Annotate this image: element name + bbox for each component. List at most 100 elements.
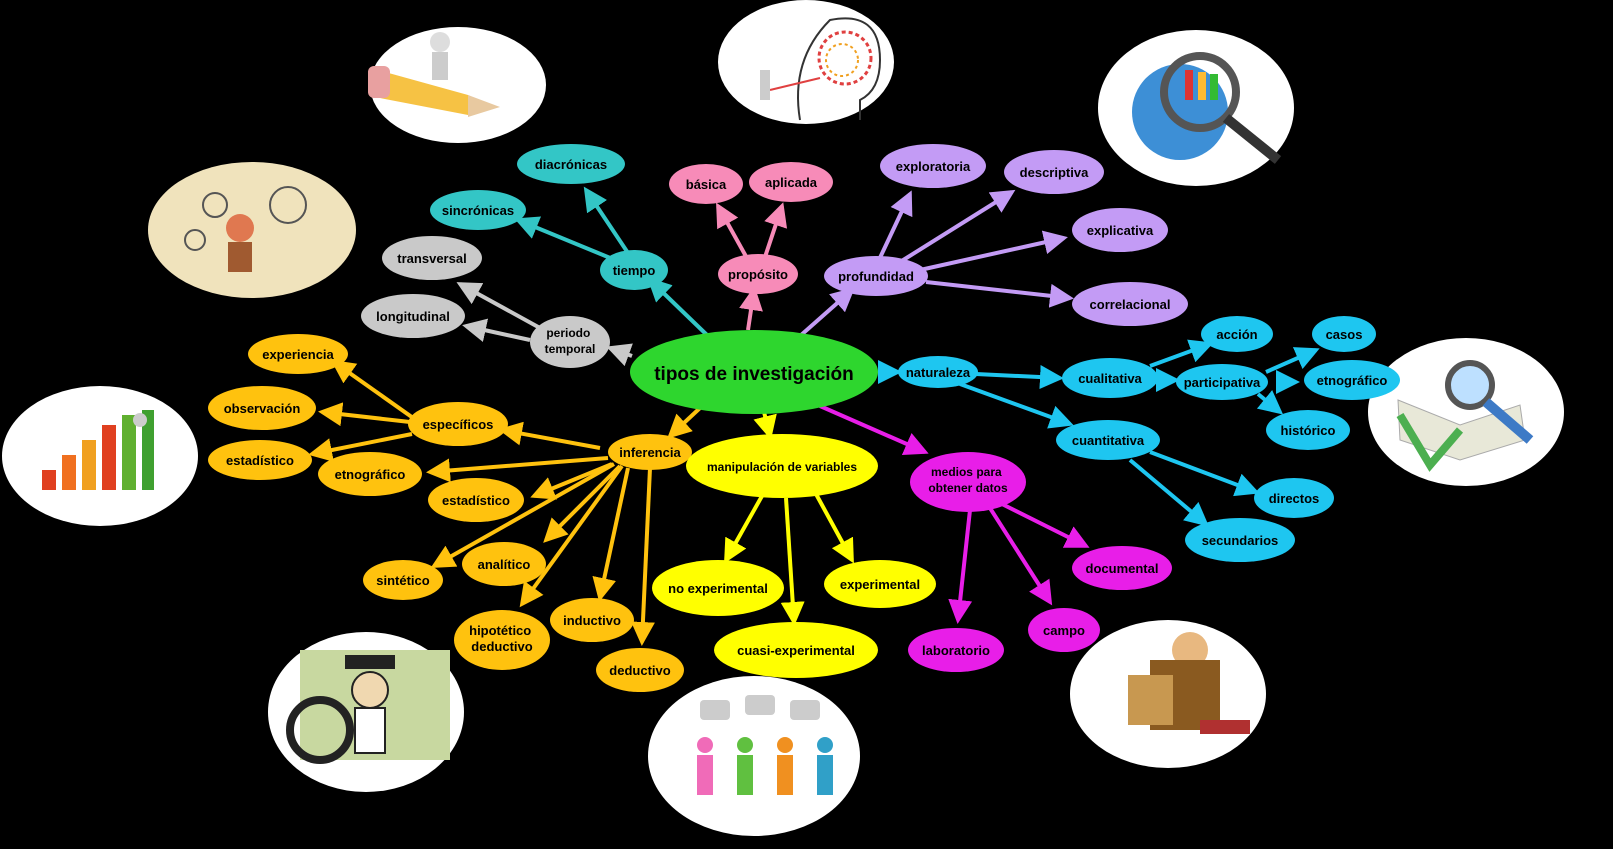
svg-text:deductivo: deductivo — [609, 663, 670, 678]
svg-text:laboratorio: laboratorio — [922, 643, 990, 658]
node-periodo-temporal[interactable]: periodo temporal — [530, 316, 610, 368]
svg-text:profundidad: profundidad — [838, 269, 914, 284]
pencil-person-icon — [368, 27, 546, 143]
node-experiencia[interactable]: experiencia — [248, 334, 348, 374]
node-especificos[interactable]: específicos — [408, 402, 508, 446]
node-tiempo[interactable]: tiempo — [600, 250, 668, 290]
node-etnografico[interactable]: etnográfico — [318, 452, 422, 496]
svg-text:acción: acción — [1216, 327, 1257, 342]
svg-text:observación: observación — [224, 401, 301, 416]
node-participativa[interactable]: participativa — [1176, 364, 1268, 400]
svg-text:sincrónicas: sincrónicas — [442, 203, 514, 218]
central-label: tipos de investigación — [654, 364, 854, 385]
node-cuasi-experimental[interactable]: cuasi-experimental — [714, 622, 878, 678]
svg-text:estadístico: estadístico — [442, 493, 510, 508]
node-correlacional[interactable]: correlacional — [1072, 282, 1188, 326]
svg-text:explicativa: explicativa — [1087, 223, 1154, 238]
svg-text:directos: directos — [1269, 491, 1320, 506]
central-node[interactable]: tipos de investigación — [630, 330, 878, 414]
node-deductivo[interactable]: deductivo — [596, 648, 684, 692]
node-proposito[interactable]: propósito — [718, 254, 798, 294]
node-sincronicas[interactable]: sincrónicas — [430, 190, 526, 230]
svg-text:sintético: sintético — [376, 573, 430, 588]
svg-text:básica: básica — [686, 177, 727, 192]
node-campo[interactable]: campo — [1028, 608, 1100, 652]
svg-text:hipotético deductivo: hipotético deductivo — [469, 623, 535, 654]
node-analitico[interactable]: analítico — [462, 542, 546, 586]
svg-text:inferencia: inferencia — [619, 445, 681, 460]
clocks-scientist-icon — [148, 162, 356, 298]
svg-text:cuasi-experimental: cuasi-experimental — [737, 643, 855, 658]
node-cualitativa[interactable]: cualitativa — [1062, 358, 1158, 398]
node-inferencia[interactable]: inferencia — [608, 434, 692, 470]
svg-text:específicos: específicos — [423, 417, 494, 432]
svg-text:casos: casos — [1326, 327, 1363, 342]
node-longitudinal[interactable]: longitudinal — [361, 294, 465, 338]
svg-text:inductivo: inductivo — [563, 613, 621, 628]
svg-text:manipulación de variables: manipulación de variables — [707, 460, 857, 474]
node-descriptiva[interactable]: descriptiva — [1004, 150, 1104, 194]
svg-text:estadístico: estadístico — [226, 453, 294, 468]
node-secundarios[interactable]: secundarios — [1185, 518, 1295, 562]
node-manipulacion[interactable]: manipulación de variables — [686, 434, 878, 498]
node-directos[interactable]: directos — [1254, 478, 1334, 518]
svg-text:longitudinal: longitudinal — [376, 309, 450, 324]
node-observacion[interactable]: observación — [208, 386, 316, 430]
node-profundidad[interactable]: profundidad — [824, 256, 928, 296]
hipotetico-line-1: hipotético — [469, 623, 531, 638]
node-laboratorio[interactable]: laboratorio — [908, 628, 1004, 672]
node-aplicada[interactable]: aplicada — [749, 162, 833, 202]
node-hipotetico-deductivo[interactable]: hipotético deductivo — [454, 610, 550, 670]
node-diacronicas[interactable]: diacrónicas — [517, 144, 625, 184]
node-etnografico-participativa[interactable]: etnográfico — [1304, 360, 1400, 400]
node-casos[interactable]: casos — [1312, 316, 1376, 352]
svg-text:documental: documental — [1086, 561, 1159, 576]
node-documental[interactable]: documental — [1072, 546, 1172, 590]
people-speech-icon — [648, 676, 860, 836]
reading-scholar-icon — [1070, 620, 1266, 768]
periodo-line-2: temporal — [545, 342, 596, 356]
node-medios[interactable]: medios para obtener datos — [910, 452, 1026, 512]
node-cuantitativa[interactable]: cuantitativa — [1056, 420, 1160, 460]
hipotetico-line-2: deductivo — [471, 639, 532, 654]
svg-text:transversal: transversal — [397, 251, 466, 266]
thinking-head-icon — [718, 0, 894, 124]
magnifier-globe-icon — [1098, 30, 1294, 186]
node-accion[interactable]: acción — [1201, 316, 1273, 352]
svg-text:etnográfico: etnográfico — [1317, 373, 1388, 388]
node-no-experimental[interactable]: no experimental — [652, 560, 784, 616]
svg-text:cuantitativa: cuantitativa — [1072, 433, 1145, 448]
node-basica[interactable]: básica — [669, 164, 743, 204]
medios-line-1: medios para — [931, 465, 1002, 479]
detective-icon — [268, 632, 464, 792]
svg-text:experiencia: experiencia — [262, 347, 334, 362]
bar-chart-icon — [2, 386, 198, 526]
svg-text:experimental: experimental — [840, 577, 920, 592]
node-historico[interactable]: histórico — [1266, 410, 1350, 450]
svg-text:descriptiva: descriptiva — [1020, 165, 1089, 180]
node-experimental[interactable]: experimental — [824, 560, 936, 608]
periodo-line-1: periodo — [546, 326, 590, 340]
node-estadistico[interactable]: estadístico — [428, 478, 524, 522]
svg-text:etnográfico: etnográfico — [335, 467, 406, 482]
node-transversal[interactable]: transversal — [382, 236, 482, 280]
svg-text:diacrónicas: diacrónicas — [535, 157, 607, 172]
node-explicativa[interactable]: explicativa — [1072, 208, 1168, 252]
svg-text:exploratoria: exploratoria — [896, 159, 971, 174]
svg-text:periodo temporal: periodo temporal — [545, 326, 596, 356]
node-inductivo[interactable]: inductivo — [550, 598, 634, 642]
medios-line-2: obtener datos — [928, 481, 1008, 495]
node-sintetico[interactable]: sintético — [363, 560, 443, 600]
node-naturaleza[interactable]: naturaleza — [898, 356, 978, 388]
magnifier-book-icon — [1368, 338, 1564, 486]
node-exploratoria[interactable]: exploratoria — [880, 144, 986, 188]
svg-text:tiempo: tiempo — [613, 263, 656, 278]
svg-text:aplicada: aplicada — [765, 175, 818, 190]
svg-text:no experimental: no experimental — [668, 581, 768, 596]
node-estadistico-especificos[interactable]: estadístico — [208, 440, 312, 480]
svg-text:correlacional: correlacional — [1090, 297, 1171, 312]
svg-text:campo: campo — [1043, 623, 1085, 638]
svg-text:naturaleza: naturaleza — [906, 365, 971, 380]
edges — [308, 186, 1320, 646]
